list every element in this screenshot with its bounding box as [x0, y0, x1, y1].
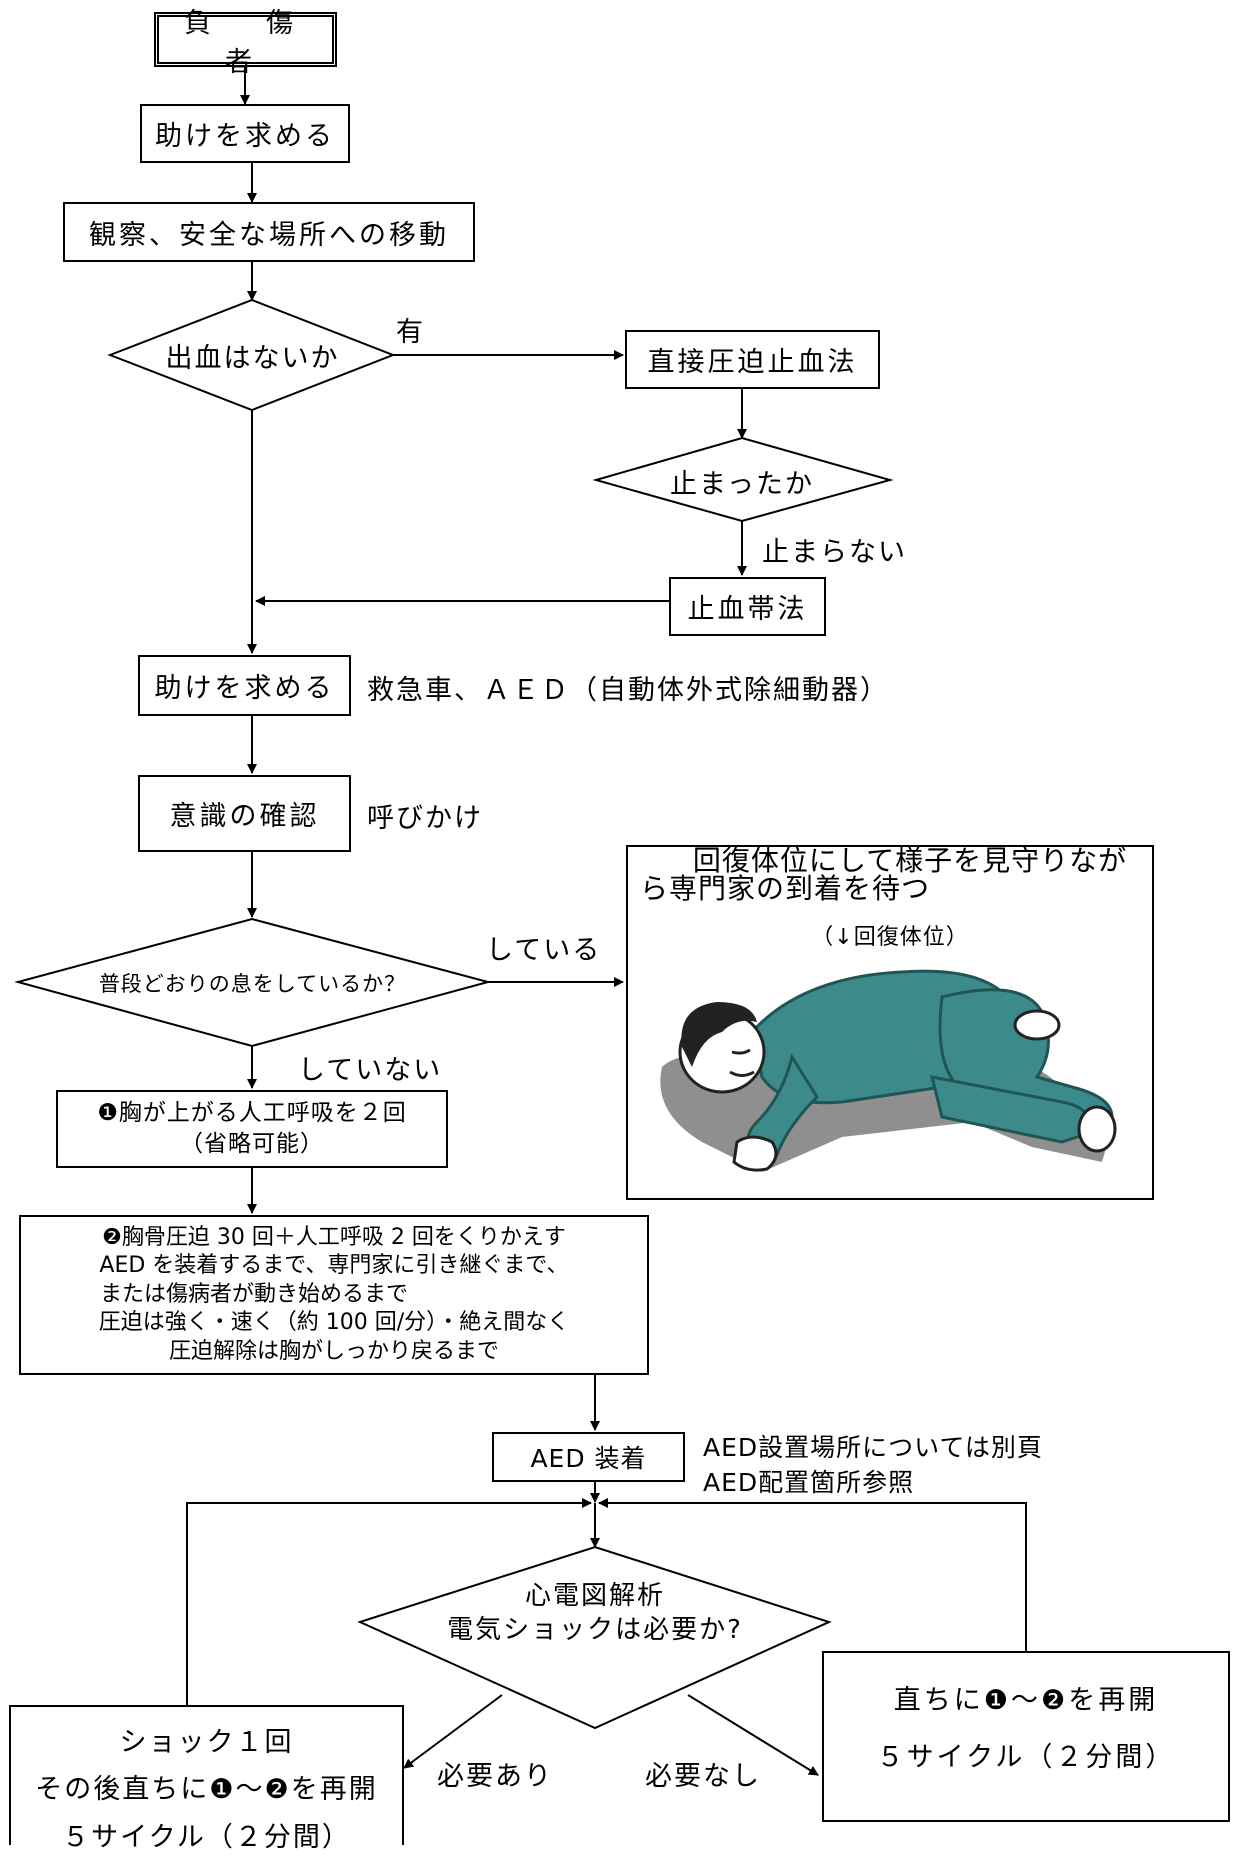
direct-pressure-box: 直接圧迫止血法: [625, 330, 880, 389]
label-aed-note-1: AED設置場所については別頁: [703, 1433, 1043, 1462]
direct-pressure-text: 直接圧迫止血法: [647, 347, 858, 378]
arrow-resume-loop: [598, 1498, 1027, 1651]
bleeding-question: 出血はないか: [165, 343, 340, 374]
shock-box: ショック１回 その後直ちに❶～❷を再開 ５サイクル（２分間）: [9, 1705, 404, 1853]
tourniquet-box: 止血帯法: [669, 577, 826, 636]
label-breathing-yes: している: [486, 935, 602, 966]
aed-attach-text: AED 装着: [530, 1444, 647, 1473]
cpr-text-4: 圧迫は強く・速く（約 100 回/分）・絶え間なく: [98, 1310, 570, 1336]
recovery-text-2: ら専門家の到着を待つ: [640, 872, 931, 905]
rescue-breaths-box: ❶胸が上がる人工呼吸を２回 （省略可能）: [56, 1090, 448, 1168]
tourniquet-text: 止血帯法: [687, 594, 808, 625]
help-text-1: 助けを求める: [155, 121, 335, 152]
resume-text-1: 直ちに❶～❷を再開: [893, 1685, 1159, 1716]
breathing-question: 普段どおりの息をしているか？: [98, 972, 407, 996]
injured-box: 負 傷 者: [154, 8, 337, 78]
consciousness-text: 意識の確認: [169, 801, 320, 832]
cpr-text-3: または傷病者が動き始めるまで: [99, 1281, 408, 1307]
hair-shape: [681, 1002, 757, 1067]
ecg-question: 心電図解析 電気ショックは必要か?: [430, 1580, 760, 1648]
shock-text-2: その後直ちに❶～❷を再開: [35, 1774, 378, 1806]
label-shock-not-needed: 必要なし: [645, 1761, 761, 1792]
rescue-breaths-text: ❶胸が上がる人工呼吸を２回: [97, 1099, 407, 1126]
help-box-2: 助けを求める: [138, 655, 351, 716]
sock-top: [1013, 1009, 1061, 1041]
sock-bottom: [1077, 1105, 1117, 1153]
resume-text-2: ５サイクル（２分間）: [876, 1741, 1176, 1773]
injured-text: 負 傷 者: [184, 7, 348, 78]
rescue-breaths-note: （省略可能）: [180, 1131, 324, 1157]
consciousness-box: 意識の確認: [138, 775, 351, 852]
aed-attach-box: AED 装着: [492, 1432, 685, 1482]
recovery-text-1: 回復体位にして様子を見守りなが: [692, 844, 1128, 877]
cpr-text-1: ❷胸骨圧迫 30 回＋人工呼吸 2 回をくりかえす: [102, 1224, 566, 1250]
recovery-instruction: 回復体位にして様子を見守りなが ら専門家の到着を待つ: [628, 847, 1152, 903]
stopped-diamond: [592, 436, 894, 523]
mouth-line: [729, 1070, 755, 1077]
label-not-stopped: 止まらない: [762, 537, 907, 568]
breathing-diamond: [14, 917, 492, 1048]
hand-shape: [732, 1135, 778, 1172]
label-aed-note-2: AED配置箇所参照: [703, 1468, 915, 1497]
arrow-ecg-shock: [403, 1694, 503, 1769]
resume-box: 直ちに❶～❷を再開 ５サイクル（２分間）: [822, 1651, 1230, 1822]
label-help-note: 救急車、ＡＥＤ（自動体外式除細動器）: [367, 675, 889, 706]
observe-box: 観察、安全な場所への移動: [63, 202, 475, 262]
ecg-diamond: [357, 1545, 832, 1730]
label-call-out: 呼びかけ: [367, 803, 483, 834]
label-breathing-no: していない: [298, 1055, 443, 1086]
arrow-shock-loop: [186, 1498, 592, 1705]
cpr-text-5: 圧迫解除は胸がしっかり戻るまで: [168, 1338, 499, 1364]
label-yes-bleeding: 有: [396, 317, 425, 348]
bleeding-diamond: [107, 298, 396, 412]
ecg-text-1: 心電図解析: [524, 1581, 665, 1611]
stopped-question: 止まったか: [670, 469, 814, 500]
recovery-caption: （↓回復体位）: [811, 925, 969, 950]
shock-text-1: ショック１回: [119, 1727, 294, 1758]
shock-text-3: ５サイクル（２分間）: [62, 1821, 351, 1853]
recovery-panel: 回復体位にして様子を見守りなが ら専門家の到着を待つ （↓回復体位）: [626, 845, 1154, 1200]
arrow-ecg-resume: [687, 1694, 819, 1776]
help-text-2: 助けを求める: [154, 673, 335, 704]
recovery-position-illustration: [660, 969, 1117, 1172]
eye-line: [731, 1048, 751, 1055]
cpr-text-2: AED を装着するまで、専門家に引き継ぐまで、: [99, 1253, 569, 1279]
observe-text: 観察、安全な場所への移動: [89, 219, 449, 251]
label-shock-needed: 必要あり: [437, 1761, 553, 1792]
help-box-1: 助けを求める: [140, 104, 350, 163]
ecg-text-2: 電気ショックは必要か?: [447, 1614, 743, 1645]
cpr-box: ❷胸骨圧迫 30 回＋人工呼吸 2 回をくりかえす AED を装着するまで、専門…: [19, 1215, 649, 1375]
